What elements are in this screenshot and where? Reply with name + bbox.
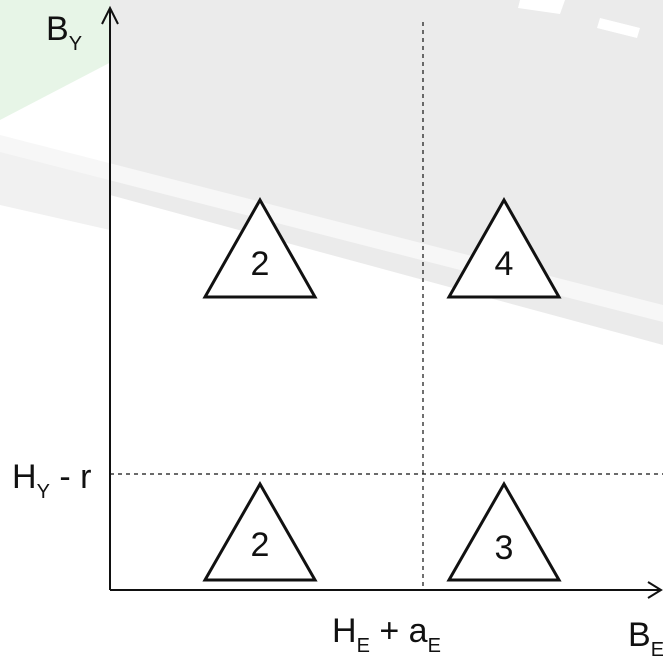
lane-mark-2 xyxy=(597,18,640,38)
horizontal-threshold-label: HY - r xyxy=(12,458,92,502)
region-label-bottom-right: 3 xyxy=(494,529,514,567)
region-triangle-bottom-left xyxy=(202,480,318,582)
region-label-bottom-left: 2 xyxy=(250,526,270,564)
y-axis-label-base: B xyxy=(46,10,69,48)
region-triangle-bottom-right xyxy=(446,480,562,582)
x-axis-label-base: B xyxy=(628,616,651,654)
lane-mark-1 xyxy=(518,0,565,14)
region-triangle-top-left xyxy=(202,196,318,299)
vertical-threshold-sub-1: E xyxy=(356,635,370,657)
vertical-threshold-label: HE + aE xyxy=(332,612,441,656)
x-axis-arrowhead xyxy=(647,581,663,599)
y-axis-label-sub: Y xyxy=(68,33,83,55)
horizontal-threshold-symbol: H xyxy=(12,458,37,496)
x-axis-label-sub: E xyxy=(650,639,663,661)
vertical-threshold-mid: + a xyxy=(369,612,428,650)
horizontal-threshold-rest: - r xyxy=(49,458,92,496)
vertical-threshold-sub-2: E xyxy=(427,635,441,657)
y-axis-arrowhead xyxy=(101,5,119,25)
horizontal-threshold-sub: Y xyxy=(36,481,50,503)
region-triangle-top-right xyxy=(446,196,562,299)
x-axis-label: BE xyxy=(628,616,663,660)
region-label-top-left: 2 xyxy=(250,245,270,283)
y-axis-label: BY xyxy=(46,10,82,54)
region-label-top-right: 4 xyxy=(494,245,514,283)
vertical-threshold-symbol: H xyxy=(332,612,357,650)
